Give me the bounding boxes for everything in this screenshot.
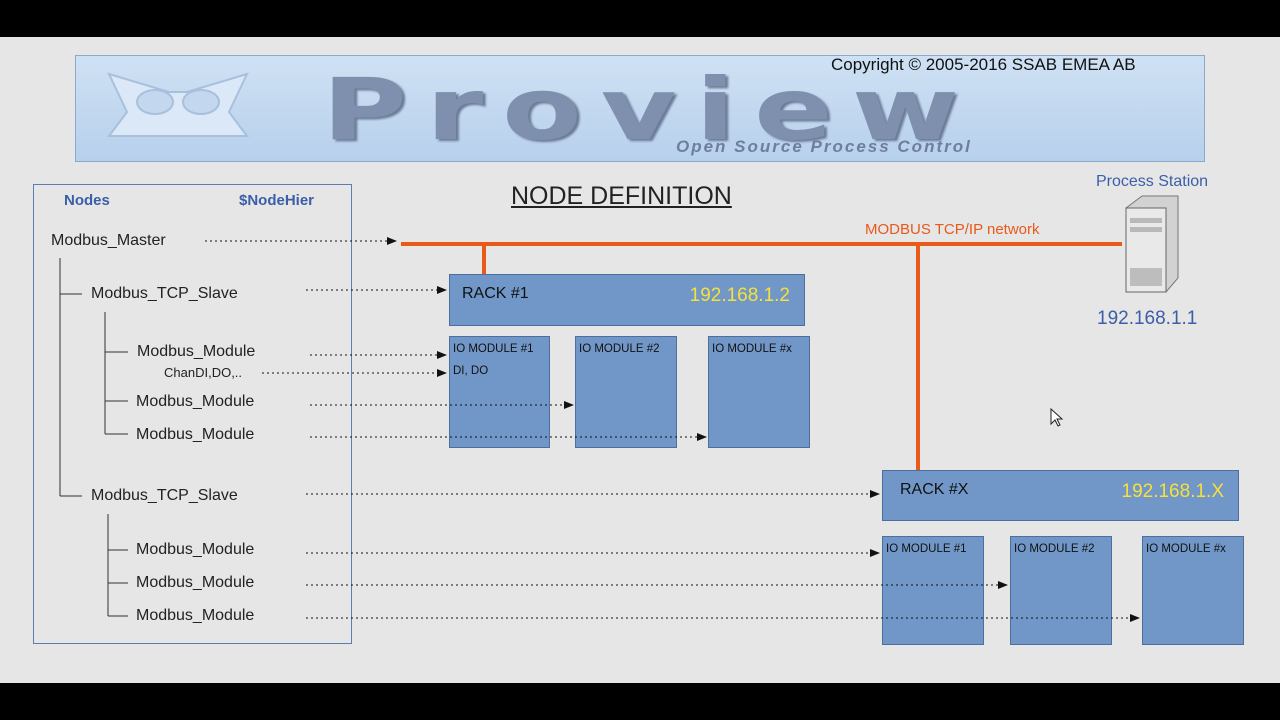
io-module-label: IO MODULE #1 xyxy=(453,343,534,355)
modbus-network-lines xyxy=(401,242,1122,470)
tree-node-channels: ChanDI,DO,.. xyxy=(164,365,243,380)
nodehier-header: $NodeHier xyxy=(239,192,315,209)
tree-node-module: Modbus_Module xyxy=(136,541,255,558)
logo-tagline: Open Source Process Control xyxy=(676,137,972,156)
mapping-arrows xyxy=(205,237,1140,622)
tree-node-master: Modbus_Master xyxy=(51,232,166,249)
diagram-title: NODE DEFINITION xyxy=(511,182,732,210)
io-module-label: IO MODULE #2 xyxy=(1014,543,1095,555)
io-module-label: IO MODULE #1 xyxy=(886,543,967,555)
rack-x-io-module-1: IO MODULE #1 xyxy=(882,536,984,645)
io-module-channels: DI, DO xyxy=(453,365,489,377)
process-station-label: Process Station xyxy=(1096,173,1209,190)
proview-banner xyxy=(75,55,1205,162)
rack-1-io-module-1: IO MODULE #1 DI, DO xyxy=(449,336,550,448)
io-module-label: IO MODULE #x xyxy=(712,343,792,355)
rack-x-io-module-2: IO MODULE #2 xyxy=(1010,536,1112,645)
owl-logo-icon xyxy=(107,72,249,137)
copyright-text: Copyright © 2005-2016 SSAB EMEA AB xyxy=(831,55,1136,74)
server-icon xyxy=(1125,195,1179,293)
tree-node-module: Modbus_Module xyxy=(136,574,255,591)
logo-wordmark: Proview xyxy=(322,60,978,160)
rack-x-io-module-x: IO MODULE #x xyxy=(1142,536,1244,645)
network-label: MODBUS TCP/IP network xyxy=(865,221,1040,238)
rack-1-io-module-x: IO MODULE #x xyxy=(708,336,810,448)
rack-1-io-module-2: IO MODULE #2 xyxy=(575,336,677,448)
io-module-label: IO MODULE #x xyxy=(1146,543,1226,555)
rack-1-label: RACK #1 xyxy=(462,285,529,302)
node-hierarchy-panel xyxy=(33,184,352,644)
tree-lines xyxy=(59,258,128,617)
process-station-ip: 192.168.1.1 xyxy=(1097,308,1198,329)
rack-x-box: RACK #X 192.168.1.X xyxy=(882,470,1239,521)
mouse-cursor-icon xyxy=(1050,407,1064,427)
rack-x-ip: 192.168.1.X xyxy=(1121,481,1224,502)
tree-node-module: Modbus_Module xyxy=(136,426,255,443)
io-module-label: IO MODULE #2 xyxy=(579,343,660,355)
tree-node-slave-1: Modbus_TCP_Slave xyxy=(91,285,238,302)
tree-node-slave-2: Modbus_TCP_Slave xyxy=(91,487,238,504)
tree-node-module: Modbus_Module xyxy=(136,607,255,624)
rack-1-ip: 192.168.1.2 xyxy=(689,285,790,306)
rack-x-label: RACK #X xyxy=(900,481,969,498)
tree-node-module: Modbus_Module xyxy=(136,393,255,410)
nodes-header: Nodes xyxy=(64,192,110,209)
rack-1-box: RACK #1 192.168.1.2 xyxy=(449,274,805,326)
tree-node-module: Modbus_Module xyxy=(137,343,256,360)
